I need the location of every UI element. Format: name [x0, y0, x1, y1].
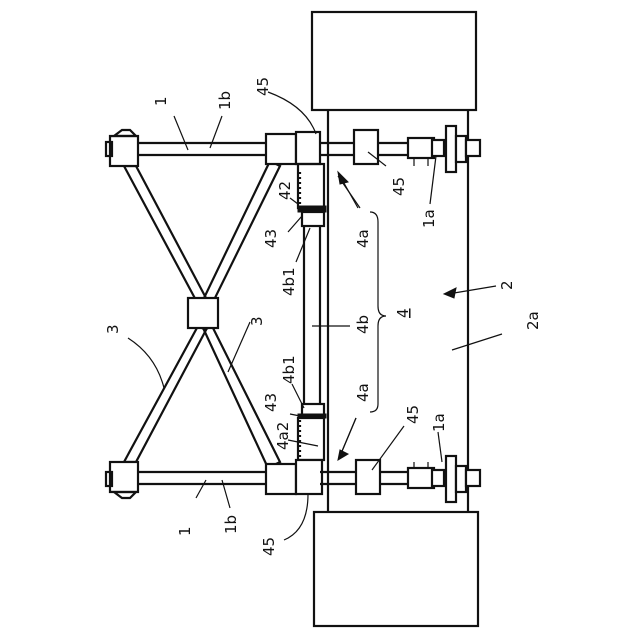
label-4a2: 4a2 [274, 422, 292, 450]
label-2: 2 [498, 280, 516, 290]
label-45-bottomright: 45 [404, 405, 422, 424]
label-43-top: 43 [262, 229, 280, 248]
label-4a-bottom: 4a [354, 383, 372, 402]
bottom-block [314, 512, 478, 626]
label-1b-bottom: 1b [222, 515, 240, 534]
label-1-top: 1 [152, 96, 170, 106]
connector-4 [296, 126, 480, 502]
label-45-bottomleft: 45 [260, 537, 278, 556]
label-1-bottom: 1 [176, 526, 194, 536]
frame-1 [106, 130, 296, 498]
label-3-left: 3 [104, 324, 122, 334]
label-4b1-bottom: 4b1 [280, 355, 298, 384]
label-45-topleft: 45 [254, 77, 272, 96]
label-1a-bottom: 1a [430, 413, 448, 432]
label-4a-top: 4a [354, 229, 372, 248]
label-3-right: 3 [248, 316, 266, 326]
label-2a: 2a [524, 311, 542, 330]
top-block [312, 12, 476, 110]
label-4b1-top: 4b1 [280, 267, 298, 296]
label-4b: 4b [354, 315, 372, 334]
label-43-bottom: 43 [262, 393, 280, 412]
label-4: 4 [394, 308, 412, 318]
label-45-topright: 45 [390, 177, 408, 196]
label-42: 42 [276, 181, 294, 200]
label-1a-top: 1a [420, 209, 438, 228]
label-1b-top: 1b [216, 91, 234, 110]
